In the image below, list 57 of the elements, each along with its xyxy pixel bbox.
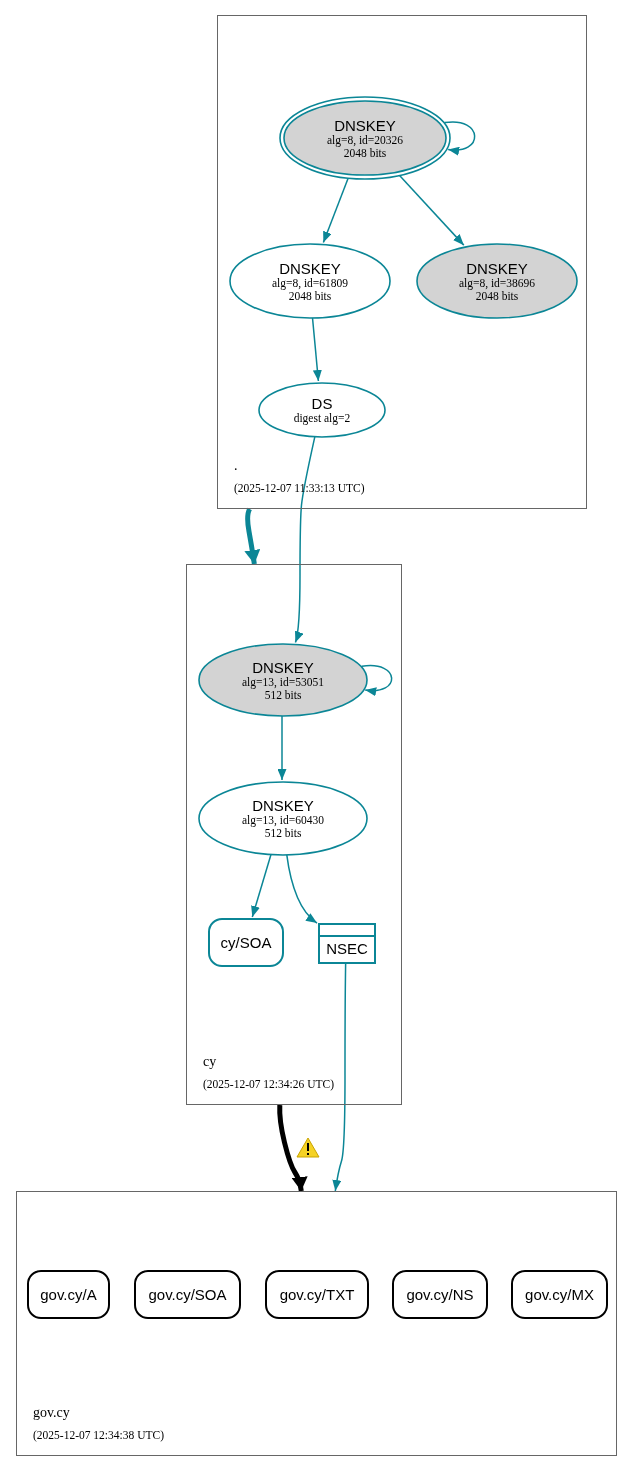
key-ellipse — [279, 96, 451, 180]
record-type: DNSKEY — [252, 797, 314, 814]
record-type: cy/SOA — [220, 934, 272, 951]
key-detail: 2048 bits — [288, 289, 332, 303]
record-type: DNSKEY — [279, 259, 341, 277]
zone-name: gov.cy — [33, 1405, 70, 1421]
arrow — [251, 853, 272, 918]
key-detail: alg=13, id=53051 — [242, 675, 324, 689]
nsec-box — [318, 923, 376, 964]
delegation-arrow — [244, 508, 261, 565]
key-detail: 2048 bits — [475, 289, 519, 303]
zone-cluster — [217, 15, 587, 509]
arrow — [277, 715, 287, 781]
record-type: gov.cy/SOA — [148, 1286, 227, 1303]
key-detail: 512 bits — [264, 827, 302, 840]
key-detail: digest alg=2 — [293, 412, 351, 425]
record-box — [134, 1270, 241, 1319]
record-type: NSEC — [326, 940, 368, 957]
record-type: DNSKEY — [466, 259, 528, 277]
record-type: gov.cy/A — [40, 1286, 97, 1303]
zone-name: cy — [203, 1054, 217, 1070]
key-ellipse — [198, 643, 368, 717]
record-type: DS — [311, 395, 333, 412]
arrow — [444, 121, 476, 155]
record-type: DNSKEY — [334, 116, 396, 134]
zone-cluster — [16, 1191, 617, 1456]
key-ellipse — [229, 243, 391, 319]
record-box — [265, 1270, 369, 1319]
zone-cluster — [186, 564, 402, 1105]
arrow — [332, 962, 347, 1192]
arrow — [322, 177, 349, 244]
arrow — [294, 436, 316, 644]
zone-name: . — [234, 458, 238, 474]
record-type: gov.cy/MX — [525, 1286, 594, 1303]
key-detail: 2048 bits — [343, 146, 387, 160]
record-type: DNSKEY — [252, 658, 314, 676]
arrow — [311, 317, 322, 382]
record-box — [27, 1270, 110, 1319]
arrow — [361, 664, 393, 696]
key-detail: alg=8, id=20326 — [326, 133, 404, 147]
record-box — [511, 1270, 608, 1319]
arrow — [286, 854, 318, 924]
record-type: gov.cy/NS — [406, 1286, 474, 1303]
record-box — [392, 1270, 488, 1319]
record-box — [208, 918, 284, 967]
key-detail: 512 bits — [264, 688, 302, 702]
key-detail: alg=13, id=60430 — [242, 814, 324, 827]
record-type: gov.cy/TXT — [279, 1286, 355, 1303]
timestamp: (2025-12-07 12:34:38 UTC) — [33, 1429, 164, 1441]
timestamp: (2025-12-07 12:34:26 UTC) — [203, 1078, 334, 1090]
key-detail: alg=8, id=38696 — [458, 276, 536, 290]
arrow — [398, 174, 465, 246]
key-ellipse — [416, 243, 578, 319]
key-detail: alg=8, id=61809 — [271, 276, 349, 290]
delegation-arrow — [277, 1104, 308, 1192]
key-ellipse — [258, 382, 386, 438]
key-ellipse — [198, 781, 368, 856]
